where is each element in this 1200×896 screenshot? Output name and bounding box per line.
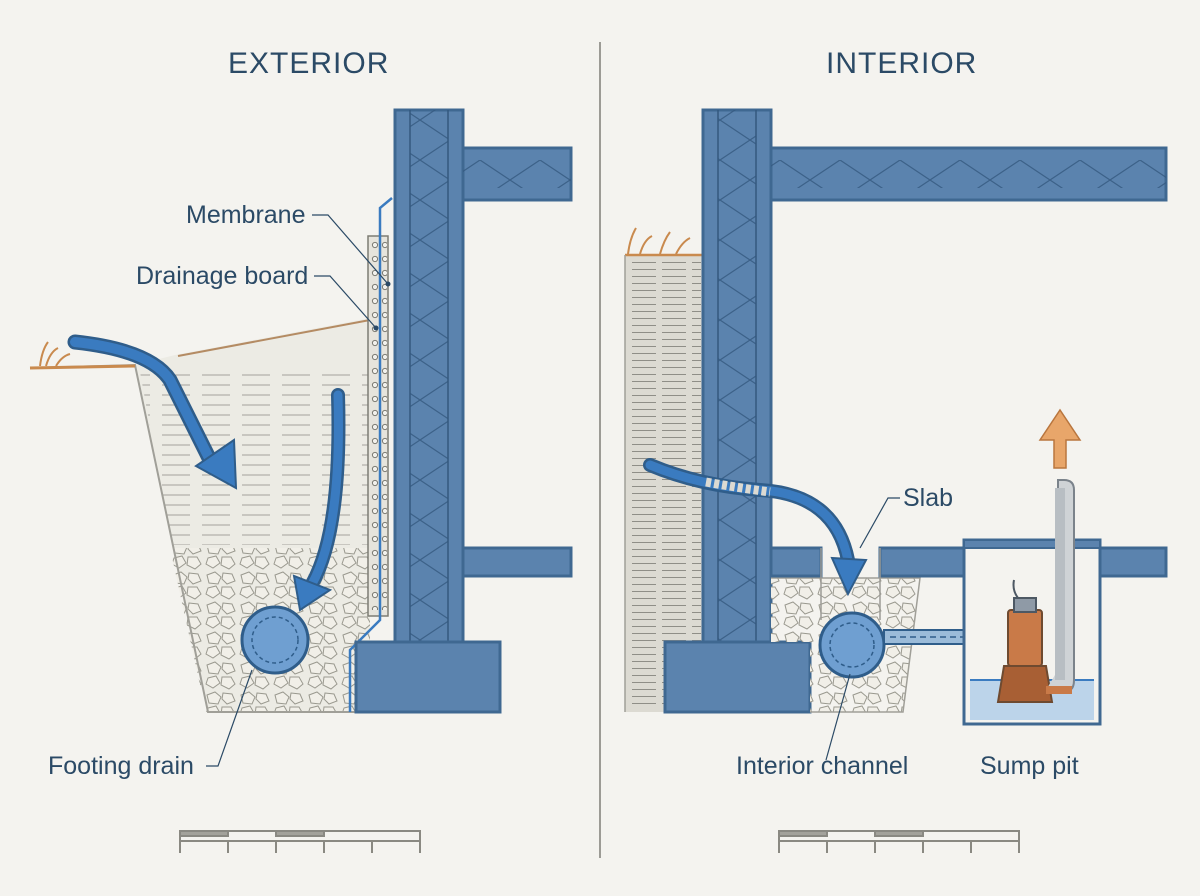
basement-slab: [461, 546, 573, 578]
leader-drainage-board: [314, 275, 377, 329]
grass-tuft-icon: [627, 227, 691, 255]
leader-membrane: [312, 214, 389, 285]
membrane: [348, 197, 393, 712]
label-interior-channel: Interior channel: [736, 752, 909, 780]
scale-bar: [778, 830, 1020, 853]
basement-slab: [769, 546, 823, 578]
footing: [354, 640, 502, 714]
footing: [663, 640, 812, 714]
label-drainage-board: Drainage board: [136, 262, 309, 290]
sump-pump-icon: [996, 579, 1054, 703]
label-membrane: Membrane: [186, 201, 306, 229]
interior-channel-pipe: [818, 611, 886, 679]
leader-footing-drain: [206, 669, 253, 767]
interior-channel-trench: [820, 548, 881, 620]
label-footing-drain: Footing drain: [48, 752, 194, 780]
scale-bar: [179, 830, 421, 853]
leader-interior-channel: [825, 673, 851, 761]
label-slab: Slab: [903, 484, 954, 512]
footing-drain-pipe: [240, 605, 310, 675]
interior-panel: [624, 108, 1168, 853]
leader-slab: [859, 497, 900, 549]
exterior-panel: [29, 108, 573, 853]
grass-tuft-icon: [39, 341, 71, 367]
label-sump-pit: Sump pit: [980, 752, 1079, 780]
interior-title: INTERIOR: [826, 47, 978, 80]
exterior-title: EXTERIOR: [228, 47, 390, 80]
discharge-arrow: [1038, 408, 1082, 469]
